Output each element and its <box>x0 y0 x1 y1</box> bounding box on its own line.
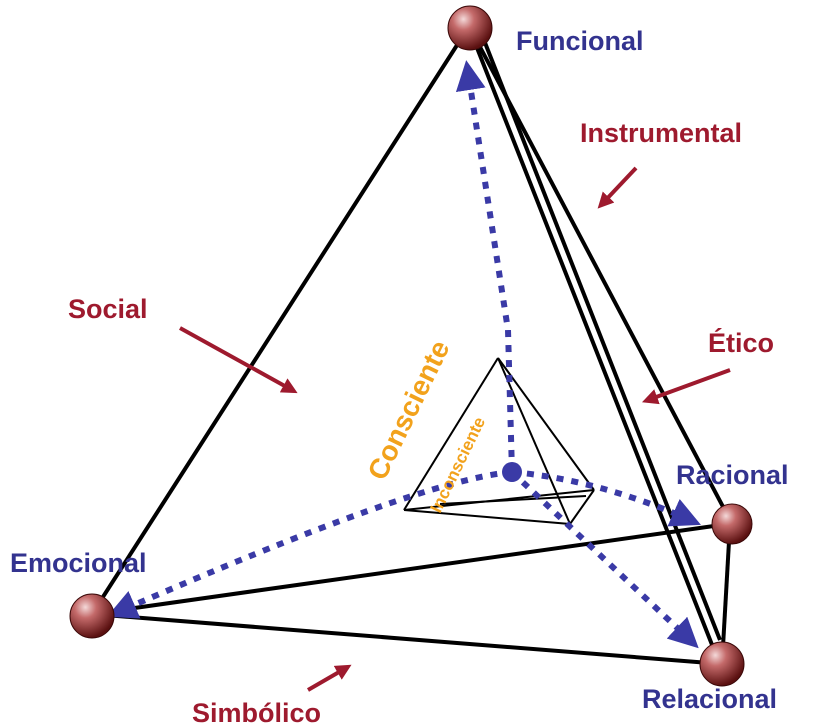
node-emocional <box>69 593 115 639</box>
vertex-labels: Funcional Racional Emocional Relacional <box>10 26 789 714</box>
arrow-to-emocional <box>107 469 513 619</box>
edge-emocional-relacional <box>91 612 723 666</box>
label-inconsciente: Inconsciente <box>427 414 490 516</box>
label-etico: Ético <box>708 327 774 358</box>
label-instrumental: Instrumental <box>580 118 742 148</box>
edge-racional-relacional <box>720 523 732 665</box>
label-racional: Racional <box>676 460 789 490</box>
social-arrow <box>179 326 298 394</box>
tetrahedron-edges <box>90 26 732 666</box>
node-funcional <box>447 5 493 51</box>
label-social: Social <box>68 294 148 324</box>
label-relacional: Relacional <box>642 684 777 714</box>
label-funcional: Funcional <box>516 26 644 56</box>
center-dot <box>502 462 522 482</box>
face-labels: Instrumental Social Ético Simbólico <box>68 118 774 724</box>
arrow-to-racional <box>511 469 701 527</box>
label-simbolico: Simbólico <box>192 698 321 724</box>
face-arrows <box>179 166 731 692</box>
edge-funcional-relacional-b <box>478 29 722 641</box>
edge-funcional-relacional-a <box>468 29 720 661</box>
arrow-to-relacional <box>509 469 699 649</box>
inner-labels: Consciente Inconsciente <box>362 335 490 515</box>
inner-pyramid <box>403 357 595 525</box>
node-relacional <box>699 641 745 687</box>
edge-emocional-racional <box>91 522 729 616</box>
node-racional <box>711 503 753 545</box>
instrumental-arrow <box>597 166 638 209</box>
label-emocional: Emocional <box>10 548 147 578</box>
dotted-arrows <box>107 60 701 649</box>
edge-funcional-emocional <box>90 26 470 616</box>
simbolico-arrow <box>306 664 352 692</box>
vertex-nodes <box>69 5 753 687</box>
arrow-to-funcional <box>455 60 515 473</box>
etico-arrow <box>641 368 731 405</box>
label-consciente: Consciente <box>362 335 456 484</box>
